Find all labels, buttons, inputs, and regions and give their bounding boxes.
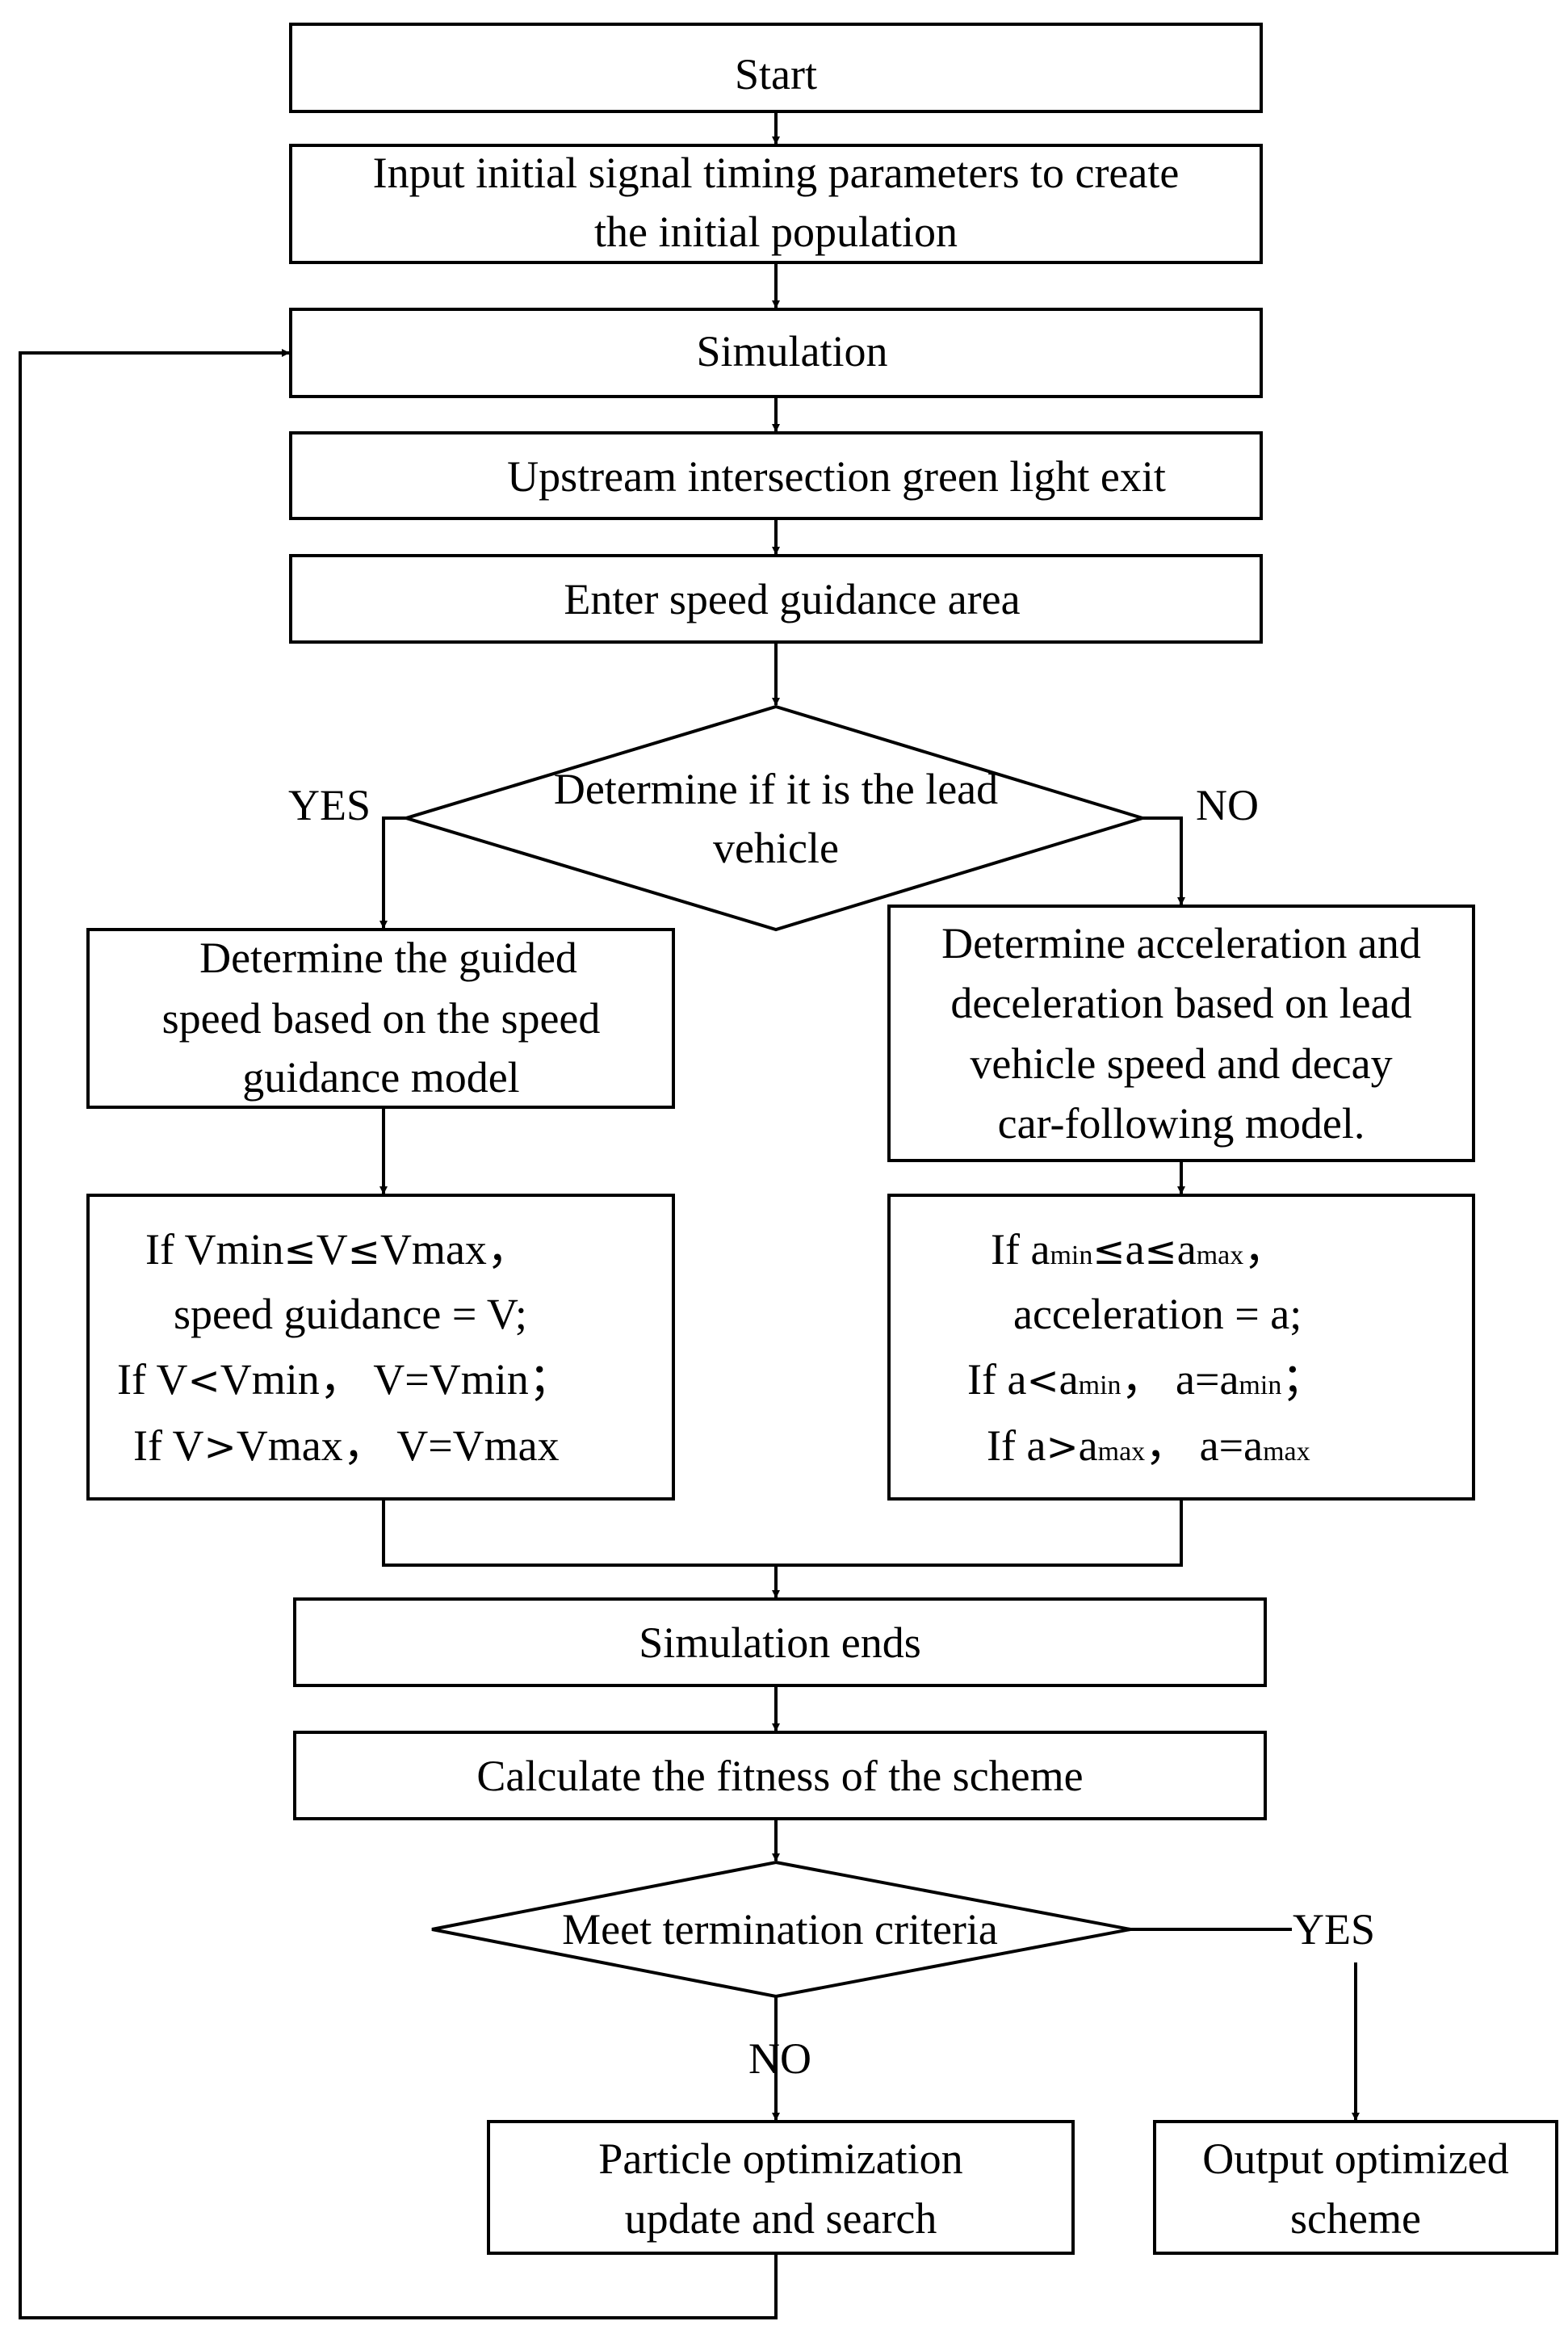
- guided-speed-label-line3: guidance model: [242, 1053, 519, 1102]
- termination-decision-diamond: Meet termination criteria: [431, 1860, 1131, 1999]
- accel-decel-box: Determine acceleration and deceleration …: [887, 905, 1475, 1162]
- accel-decel-label-line1: Determine acceleration and: [941, 919, 1421, 968]
- termination-decision-label: Meet termination criteria: [562, 1905, 998, 1954]
- accel-decel-label-line4: car-following model.: [998, 1099, 1365, 1148]
- upstream-box: Upstream intersection green light exit: [289, 431, 1263, 520]
- upstream-label: Upstream intersection green light exit: [507, 452, 1166, 501]
- output-box: Output optimized scheme: [1153, 2120, 1558, 2255]
- guided-speed-box: Determine the guided speed based on the …: [86, 928, 675, 1109]
- arrow-loop-back-to-simulation: [19, 349, 778, 2319]
- input-label-line1: Input initial signal timing parameters t…: [373, 149, 1180, 197]
- input-box: Input initial signal timing parameters t…: [289, 144, 1263, 264]
- accel-rule-line1: If amin≤a≤amax，: [991, 1225, 1287, 1274]
- accel-rule-line3: If a<amin， a=amin；: [967, 1355, 1325, 1404]
- accel-rule-line4: If a>amax， a=amax: [987, 1421, 1310, 1470]
- output-label-line2: scheme: [1290, 2194, 1421, 2243]
- accel-rule-line2: acceleration = a;: [1013, 1290, 1302, 1338]
- start-label: Start: [735, 50, 817, 99]
- pso-box: Particle optimization update and search: [487, 2120, 1075, 2255]
- simulation-label: Simulation: [696, 327, 887, 376]
- speed-rule-line1: If Vmin≤V≤Vmax，: [145, 1225, 530, 1274]
- accel-decel-label-line3: vehicle speed and decay: [970, 1039, 1392, 1088]
- speed-rule-line3: If V<Vmin， V=Vmin；: [117, 1355, 572, 1404]
- pso-label-line2: update and search: [625, 2194, 937, 2243]
- lead-decision-label-line1: Determine if it is the lead: [554, 765, 998, 813]
- input-label-line2: the initial population: [594, 208, 958, 256]
- guided-speed-label-line1: Determine the guided: [199, 934, 577, 982]
- accel-rule-box: If amin≤a≤amax， acceleration = a; If a<a…: [887, 1194, 1475, 1501]
- accel-decel-label-line2: deceleration based on lead: [950, 979, 1411, 1027]
- pso-label-line1: Particle optimization: [598, 2134, 962, 2183]
- fitness-box: Calculate the fitness of the scheme: [293, 1731, 1267, 1820]
- line-merge-rules: [382, 1499, 1183, 1567]
- enter-label: Enter speed guidance area: [564, 575, 1020, 623]
- termination-no-label: NO: [748, 2034, 811, 2083]
- speed-rule-line2: speed guidance = V;: [174, 1290, 527, 1338]
- start-box: Start: [289, 23, 1263, 113]
- lead-decision-label-line2: vehicle: [713, 824, 839, 872]
- simulation-box: Simulation: [289, 308, 1263, 398]
- lead-yes-label: YES: [288, 781, 371, 829]
- output-label-line1: Output optimized: [1202, 2134, 1508, 2183]
- lead-decision-diamond: Determine if it is the lead vehicle: [400, 704, 1148, 932]
- speed-rule-line4: If V>Vmax， V=Vmax: [133, 1421, 560, 1470]
- arrow-lead-no: [1142, 816, 1185, 905]
- fitness-label: Calculate the fitness of the scheme: [476, 1752, 1083, 1800]
- arrow-lead-yes: [379, 816, 406, 929]
- speed-rule-box: If Vmin≤V≤Vmax， speed guidance = V; If V…: [86, 1194, 675, 1501]
- termination-yes-label: YES: [1293, 1905, 1375, 1954]
- guided-speed-label-line2: speed based on the speed: [162, 994, 601, 1043]
- sim-ends-box: Simulation ends: [293, 1597, 1267, 1687]
- sim-ends-label: Simulation ends: [639, 1618, 921, 1667]
- lead-no-label: NO: [1196, 781, 1259, 829]
- enter-box: Enter speed guidance area: [289, 554, 1263, 644]
